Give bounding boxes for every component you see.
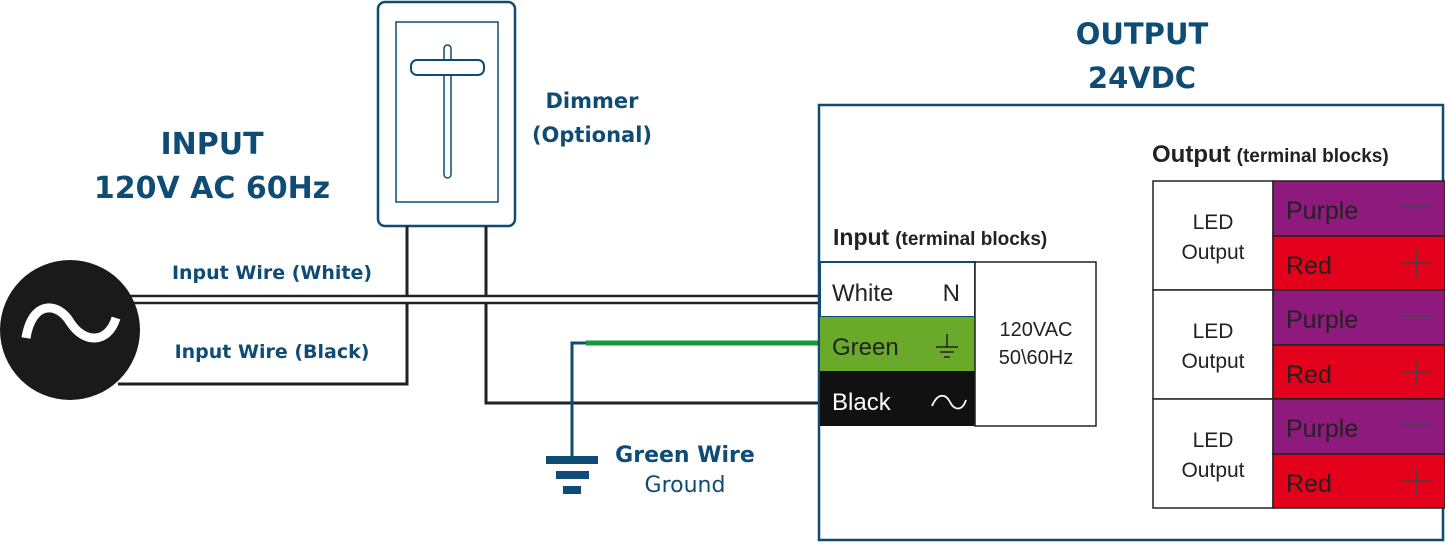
negative-terminal — [1272, 398, 1445, 455]
ground-wire — [570, 340, 820, 460]
input-row-black-label: Black — [832, 389, 892, 416]
neutral-symbol: N — [943, 280, 960, 307]
input-header-line1: INPUT — [160, 127, 264, 162]
led-output-label-line1: LED — [1193, 429, 1234, 452]
negative-terminal-label: Purple — [1286, 306, 1358, 334]
positive-terminal-label: Red — [1286, 252, 1332, 280]
dimmer-wires — [118, 226, 820, 405]
white-wire — [120, 294, 820, 305]
negative-terminal — [1272, 289, 1445, 346]
led-output-label-cell — [1152, 398, 1274, 509]
dimmer-slider — [410, 59, 485, 76]
output-header-line2: 24VDC — [1088, 61, 1196, 95]
dimmer-label-line1: Dimmer — [546, 89, 640, 113]
led-output-label-line2: Output — [1181, 241, 1244, 264]
output-terminal-block: LEDOutputPurpleRedLEDOutputPurpleRedLEDO… — [1152, 180, 1445, 509]
input-terminal-title: Input(terminal blocks) — [833, 224, 1047, 250]
plus-icon — [1401, 467, 1431, 495]
input-spec-line1: 120VAC — [999, 319, 1072, 341]
ac-source-icon — [0, 260, 140, 400]
positive-terminal-label: Red — [1286, 470, 1332, 498]
earth-ground-icon — [936, 334, 958, 358]
ground-symbol-icon — [546, 456, 598, 494]
negative-terminal-label: Purple — [1286, 197, 1358, 225]
plus-icon — [1401, 358, 1431, 386]
ground-label-line1: Green Wire — [615, 443, 755, 468]
negative-terminal-label: Purple — [1286, 415, 1358, 443]
black-wire-label: Input Wire (Black) — [175, 341, 370, 363]
positive-terminal-label: Red — [1286, 361, 1332, 389]
dimmer-switch — [376, 0, 517, 228]
led-output-label-line2: Output — [1181, 350, 1244, 373]
input-header-line2: 120V AC 60Hz — [94, 171, 330, 206]
led-output-label-line1: LED — [1193, 211, 1234, 234]
dimmer-label-line2: (Optional) — [532, 123, 652, 147]
led-output-label-line1: LED — [1193, 320, 1234, 343]
input-row-green-label: Green — [832, 334, 899, 361]
plus-icon — [1401, 249, 1431, 277]
input-terminal-block — [819, 261, 1097, 427]
ground-label-line2: Ground — [645, 473, 726, 498]
led-output-label-cell — [1152, 289, 1274, 400]
led-output-label-line2: Output — [1181, 459, 1244, 482]
dimmer-track — [443, 44, 452, 179]
white-wire-label: Input Wire (White) — [172, 262, 372, 284]
input-row-white-label: White — [832, 280, 893, 307]
output-terminal-title: Output(terminal blocks) — [1152, 141, 1389, 168]
input-spec-line2: 50\60Hz — [999, 347, 1074, 369]
ac-symbol-icon — [931, 394, 967, 410]
output-header-line1: OUTPUT — [1076, 17, 1209, 51]
led-output-label-cell — [1152, 180, 1274, 291]
negative-terminal — [1272, 180, 1445, 237]
